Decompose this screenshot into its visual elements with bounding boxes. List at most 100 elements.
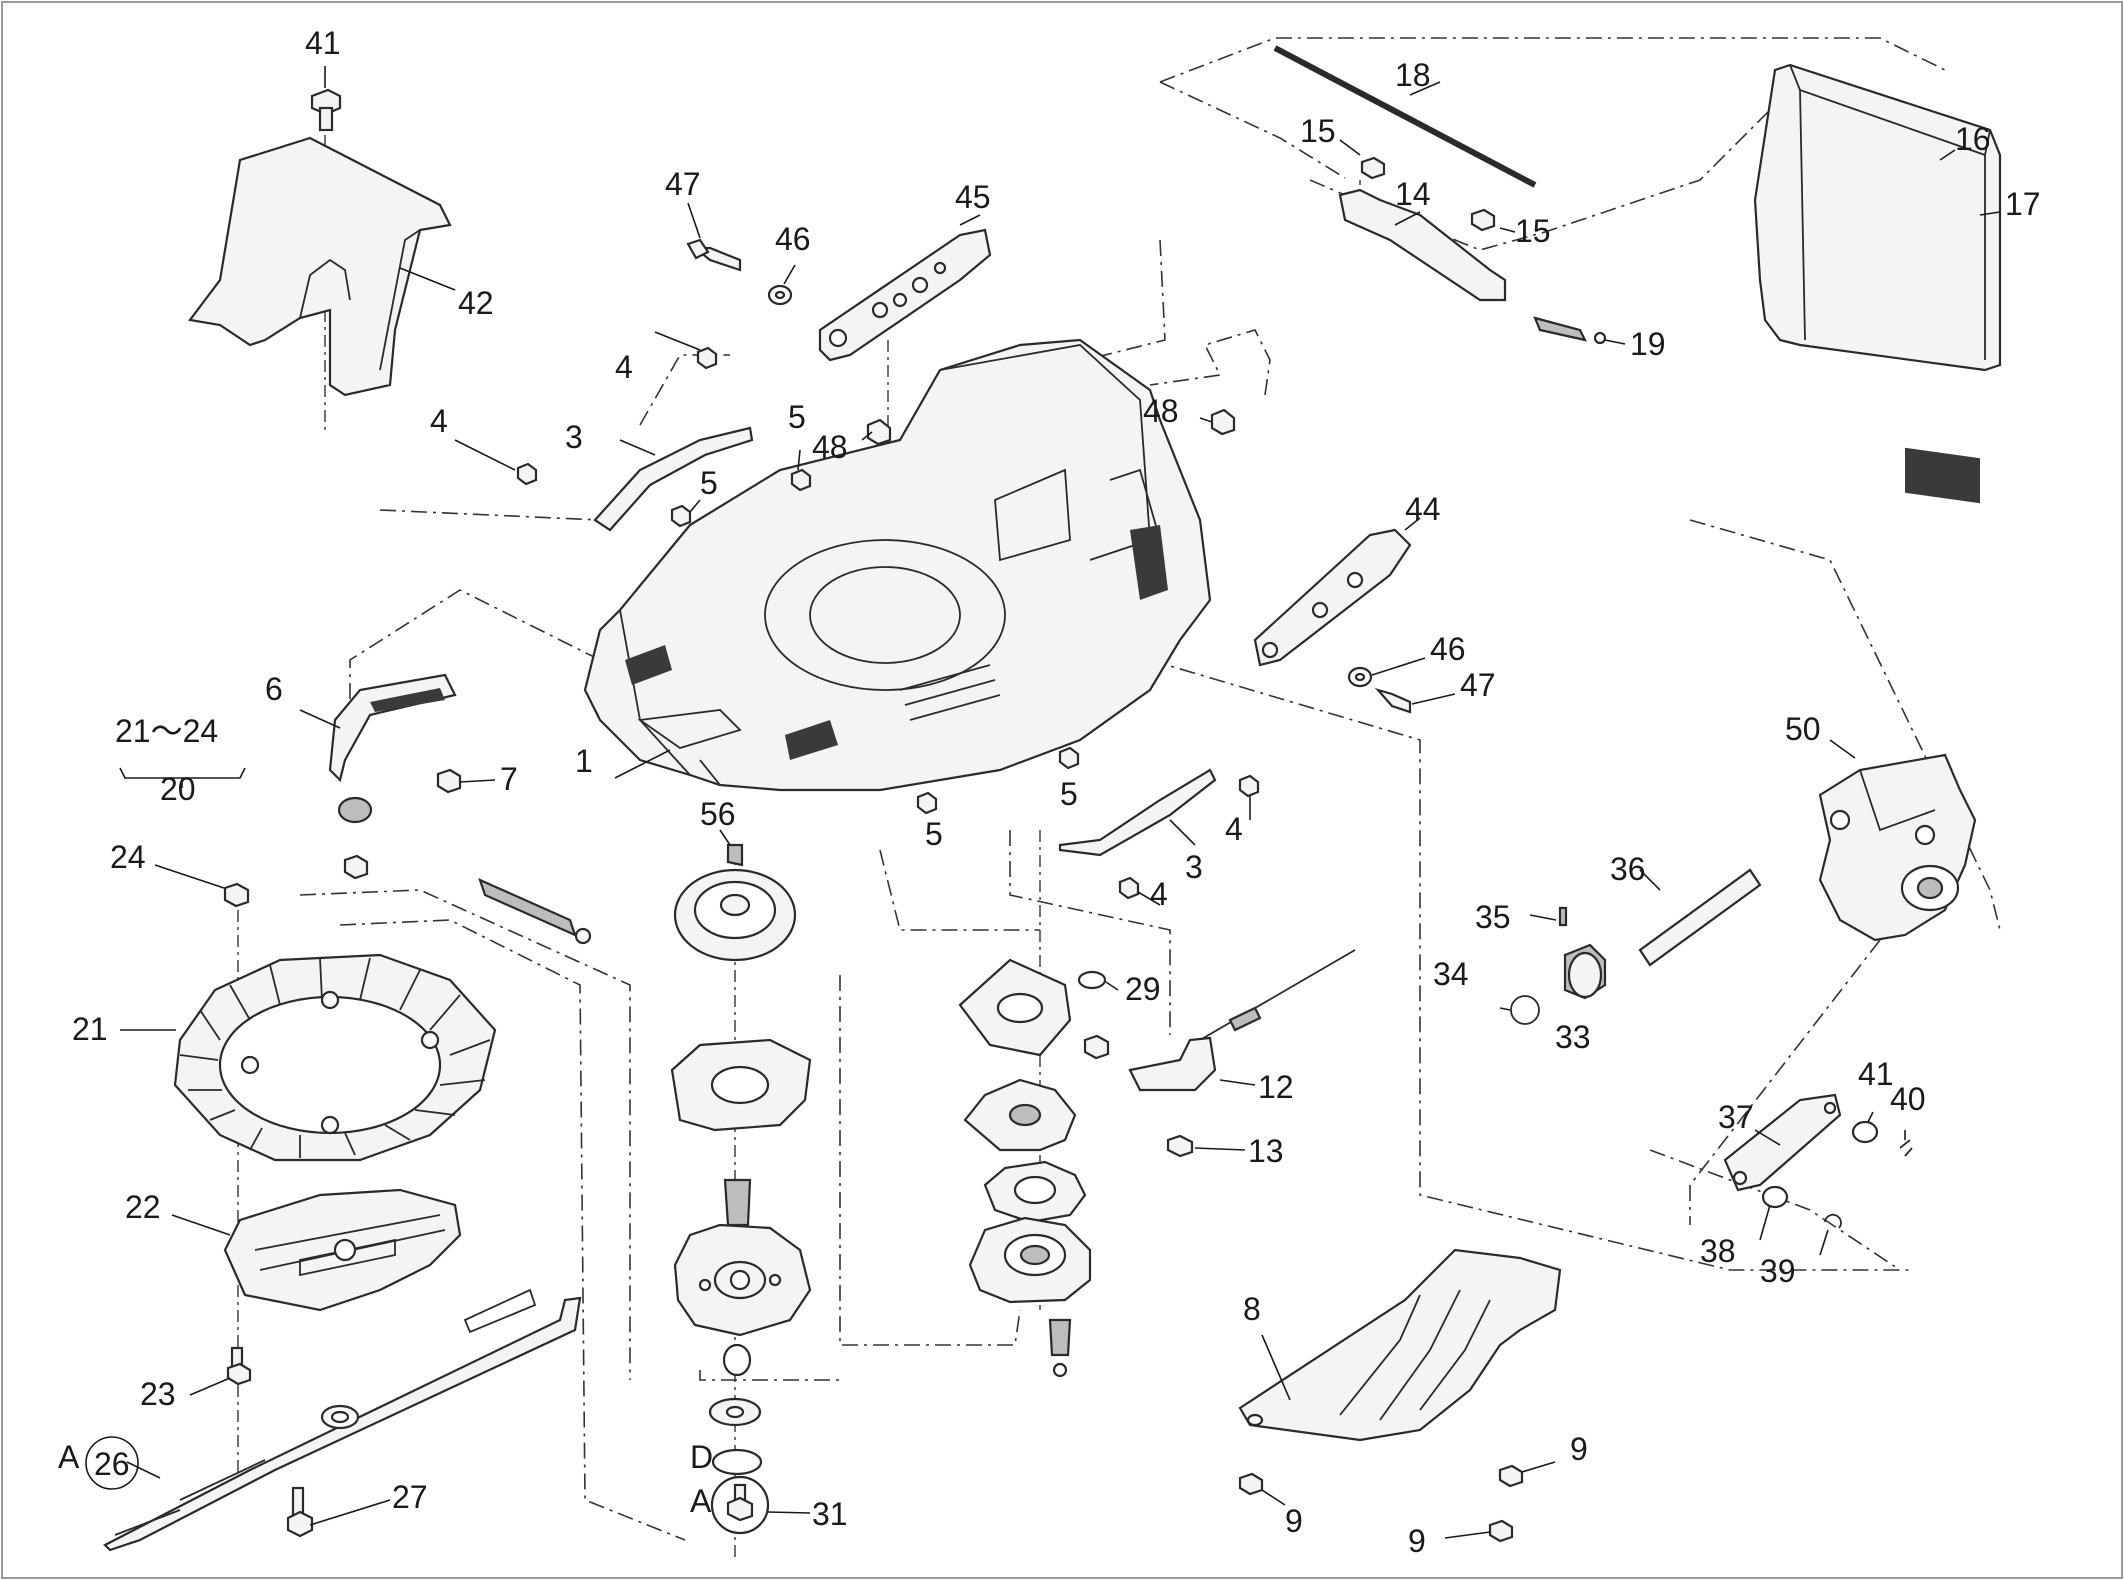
callout-3b: 3 xyxy=(1185,849,1203,885)
callout-21: 21 xyxy=(72,1011,108,1047)
callout-15b: 15 xyxy=(1515,213,1551,249)
callout-16: 16 xyxy=(1955,121,1991,157)
part-42-deflector xyxy=(188,136,456,397)
callout-9a: 9 xyxy=(1285,1503,1303,1539)
part-19-spring xyxy=(1533,316,1626,345)
callout-31: 31 xyxy=(812,1496,848,1532)
part-6-mulch-plug xyxy=(299,673,457,824)
callout-27: 27 xyxy=(392,1479,428,1515)
part-spring-long xyxy=(478,877,592,945)
group-20-bracket xyxy=(119,767,246,788)
callout-20: 20 xyxy=(160,771,196,807)
callout-1: 1 xyxy=(575,743,593,779)
part-46-47-lower xyxy=(1347,657,1456,714)
callout-13: 13 xyxy=(1248,1133,1284,1169)
part-4-5-fasteners xyxy=(454,331,1260,906)
callout-9b: 9 xyxy=(1570,1431,1588,1467)
callout-45: 45 xyxy=(955,179,991,215)
callout-29: 29 xyxy=(1125,971,1161,1007)
part-1-deck xyxy=(583,338,1212,792)
callout-3a: 3 xyxy=(565,419,583,455)
callout-48a: 48 xyxy=(812,429,848,465)
callout-4d: 4 xyxy=(1150,876,1168,912)
callout-33: 33 xyxy=(1555,1019,1591,1055)
part-8-cover xyxy=(1238,1248,1562,1442)
callout-47b: 47 xyxy=(1460,667,1496,703)
callout-48b: 48 xyxy=(1143,393,1179,429)
callout-19: 19 xyxy=(1630,326,1666,362)
part-29-washer xyxy=(958,958,1119,1378)
callout-D: D xyxy=(690,1439,713,1475)
callout-46a: 46 xyxy=(775,221,811,257)
callout-18: 18 xyxy=(1395,57,1431,93)
part-21-fan xyxy=(120,953,497,1162)
callout-44: 44 xyxy=(1405,491,1441,527)
callout-7: 7 xyxy=(500,761,518,797)
part-45-bracket xyxy=(818,214,992,362)
callout-21range: 21～24 xyxy=(115,713,218,749)
part-37-41-link xyxy=(1723,1093,1913,1256)
part-15-screws xyxy=(1339,139,1516,233)
callout-50: 50 xyxy=(1785,711,1821,747)
part-7-screw xyxy=(436,768,496,794)
part-22-plate xyxy=(171,1188,462,1312)
callout-26: 26 xyxy=(94,1446,130,1482)
callout-42: 42 xyxy=(458,285,494,321)
callout-9c: 9 xyxy=(1408,1523,1426,1559)
callout-5d: 5 xyxy=(925,816,943,852)
callout-5c: 5 xyxy=(1060,776,1078,812)
part-9-screws xyxy=(1238,1461,1556,1543)
callout-39: 39 xyxy=(1760,1253,1796,1289)
part-31-bolt xyxy=(710,1475,811,1535)
part-27-bolt xyxy=(286,1486,391,1538)
callout-5a: 5 xyxy=(788,399,806,435)
callout-6: 6 xyxy=(265,671,283,707)
callout-47a: 47 xyxy=(665,166,701,202)
callout-41b: 41 xyxy=(1858,1056,1894,1092)
callout-38: 38 xyxy=(1700,1233,1736,1269)
callout-4b: 4 xyxy=(430,403,448,439)
part-26-blade xyxy=(103,1288,582,1552)
assembly-lines xyxy=(299,37,2001,1541)
part-44-bracket xyxy=(1253,517,1421,667)
part-48-nuts xyxy=(861,408,1236,446)
part-24-nut xyxy=(154,854,369,908)
part-clutch-stack xyxy=(670,868,812,1476)
callout-8: 8 xyxy=(1243,1291,1261,1327)
callout-4a: 4 xyxy=(615,349,633,385)
part-50-gearbox xyxy=(1818,739,1977,942)
callout-4c: 4 xyxy=(1225,811,1243,847)
axis-lines xyxy=(237,110,1361,1560)
callout-24: 24 xyxy=(110,839,146,875)
callout-14: 14 xyxy=(1395,176,1431,212)
callout-26-letter: A xyxy=(58,1439,80,1475)
callout-26-circle xyxy=(85,1436,139,1490)
callout-23: 23 xyxy=(140,1376,176,1412)
callouts: 41 42 47 46 45 18 15 14 15 16 17 19 4 4 … xyxy=(58,25,2041,1559)
part-12-lever xyxy=(1128,949,1356,1092)
callout-40: 40 xyxy=(1890,1081,1926,1117)
callout-17: 17 xyxy=(2005,186,2041,222)
callout-46b: 46 xyxy=(1430,631,1466,667)
callout-36: 36 xyxy=(1610,851,1646,887)
part-3-baffles xyxy=(593,426,1217,857)
callout-34: 34 xyxy=(1433,956,1469,992)
callout-12: 12 xyxy=(1258,1069,1294,1105)
part-18-rod xyxy=(1273,45,1537,188)
part-33-36-axle xyxy=(1499,868,1762,1025)
part-41-bolt xyxy=(310,66,342,132)
part-13-bolt xyxy=(1166,1134,1246,1158)
callout-5b: 5 xyxy=(700,465,718,501)
callout-37: 37 xyxy=(1718,1099,1754,1135)
part-14-hinge-bracket xyxy=(1338,188,1507,302)
part-46-47-top xyxy=(686,202,796,306)
callout-31-letter: A xyxy=(690,1483,712,1519)
part-56-key xyxy=(719,829,744,867)
callout-56: 56 xyxy=(700,796,736,832)
callout-41a: 41 xyxy=(305,25,341,61)
part-16-rear-flap xyxy=(1753,63,2002,504)
callout-15a: 15 xyxy=(1300,113,1336,149)
part-23-bolt xyxy=(189,1346,252,1396)
